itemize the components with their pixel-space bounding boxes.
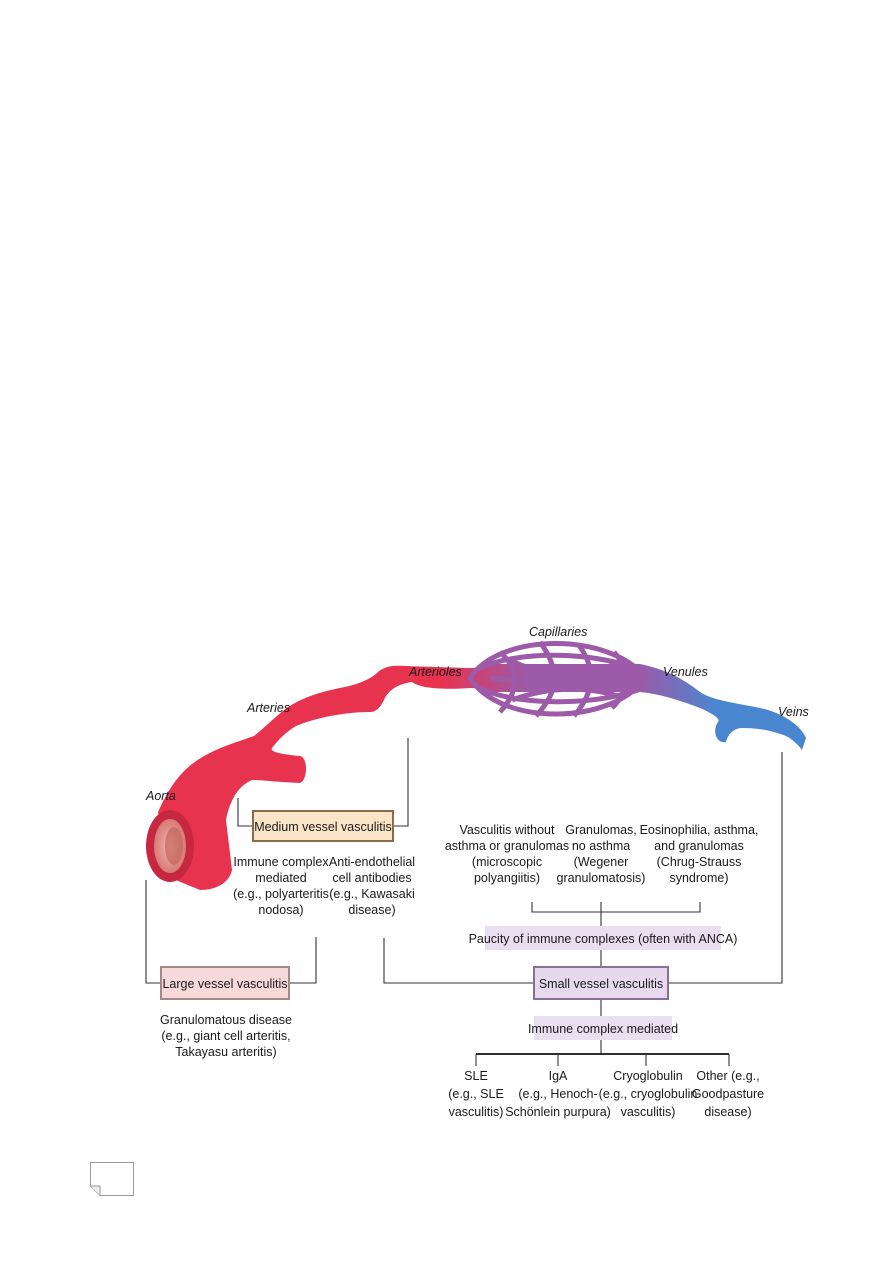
svg-text:Eosinophilia, asthma,and granu: Eosinophilia, asthma,and granulomas(Chru…: [640, 823, 759, 885]
vessel-main-tube: [378, 664, 806, 750]
svg-text:Granulomatous disease(e.g., gi: Granulomatous disease(e.g., giant cell a…: [160, 1013, 292, 1059]
svg-text:Cryoglobulin(e.g., cryoglobuli: Cryoglobulin(e.g., cryoglobulinvasculiti…: [599, 1069, 698, 1119]
label-veins: Veins: [778, 705, 809, 719]
capillary-network: [467, 640, 650, 718]
connector-lines: [145, 738, 783, 1066]
box-immune-complex: Immune complex mediated: [528, 1016, 678, 1040]
immune-box-label: Immune complex mediated: [528, 1022, 678, 1036]
pauci-box-label: Paucity of immune complexes (often with …: [469, 932, 738, 946]
text-granulomatous: Granulomatous disease(e.g., giant cell a…: [160, 1013, 292, 1059]
aorta-lumen-dark: [165, 827, 183, 865]
svg-text:IgA(e.g., Henoch-Schönlein pur: IgA(e.g., Henoch-Schönlein purpura): [505, 1069, 611, 1119]
aorta-body: [158, 665, 412, 890]
box-pauci-immune: Paucity of immune complexes (often with …: [469, 926, 738, 950]
medium-box-label: Medium vessel vasculitis: [254, 820, 392, 834]
box-large-vessel: Large vessel vasculitis: [160, 966, 290, 1000]
box-medium-vessel: Medium vessel vasculitis: [252, 810, 394, 842]
label-arterioles: Arterioles: [408, 665, 462, 679]
box-small-vessel: Small vessel vasculitis: [533, 966, 669, 1000]
vessel-tree: [146, 640, 806, 890]
label-venules: Venules: [663, 665, 708, 679]
label-capillaries: Capillaries: [529, 625, 587, 639]
small-box-label: Small vessel vasculitis: [539, 977, 663, 991]
page-corner-icon: [90, 1162, 134, 1196]
text-iga: IgA(e.g., Henoch-Schönlein purpura): [505, 1069, 611, 1119]
large-box-label: Large vessel vasculitis: [162, 977, 287, 991]
label-arteries: Arteries: [246, 701, 290, 715]
text-churg-strauss: Eosinophilia, asthma,and granulomas(Chru…: [640, 823, 759, 885]
label-aorta: Aorta: [145, 789, 176, 803]
